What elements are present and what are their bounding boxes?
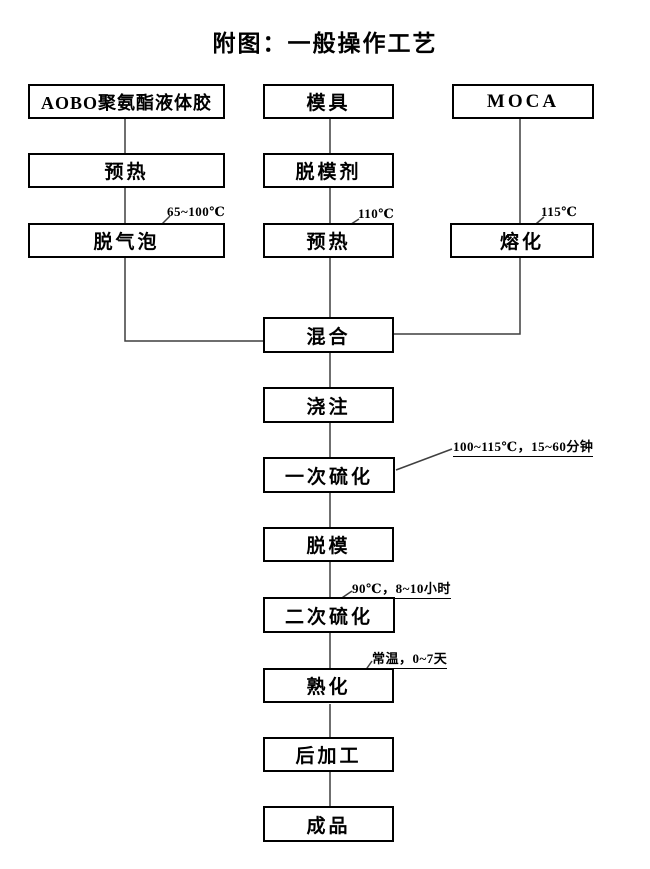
flow-box-melt: 熔化 — [450, 223, 594, 258]
page-title: 附图：一般操作工艺 — [212, 31, 438, 56]
flow-box-label: 二次硫化 — [284, 606, 373, 628]
flow-box-label: 混合 — [306, 326, 351, 348]
annotation-melt-temp: 115℃ — [541, 204, 578, 219]
annotation-preheat-temp: 110℃ — [358, 206, 395, 224]
flow-box-label: 脱模 — [306, 536, 351, 557]
flow-box-preheat-left: 预热 — [28, 153, 225, 188]
connector — [124, 258, 263, 342]
flow-box-first-cure: 一次硫化 — [263, 457, 395, 493]
flow-box-label: AOBO聚氨酯液体胶 — [40, 92, 212, 113]
flow-box-preheat-mid: 预热 — [263, 223, 394, 258]
flow-box-aobo-liquid-glue: AOBO聚氨酯液体胶 — [28, 84, 225, 119]
annotation-first-cure-condition: 100~115℃，15~60分钟 — [453, 436, 594, 457]
flow-box-label: MOCA — [486, 90, 560, 112]
flow-box-label: 脱气泡 — [93, 232, 160, 253]
flow-box-label: 模具 — [306, 93, 351, 114]
flow-box-label: 后加工 — [295, 746, 362, 767]
flow-box-release-agent: 脱模剂 — [263, 153, 394, 188]
flow-box-label: 预热 — [306, 232, 351, 253]
flow-box-demold: 脱模 — [263, 527, 394, 562]
flow-box-label: 一次硫化 — [284, 466, 373, 488]
flow-box-aging: 熟化 — [263, 668, 394, 703]
annotation-second-cure-condition: 90℃，8~10小时 — [352, 578, 451, 599]
flow-box-post-process: 后加工 — [263, 737, 394, 772]
flow-box-label: 熟化 — [306, 677, 351, 698]
flow-box-label: 预热 — [104, 162, 149, 183]
leader-line — [395, 448, 453, 471]
flow-box-pour: 浇注 — [263, 387, 394, 423]
flow-box-label: 成品 — [306, 815, 351, 837]
flow-box-mix: 混合 — [263, 317, 394, 353]
flow-box-mold: 模具 — [263, 84, 394, 119]
annotation-degas-temp: 65~100℃ — [167, 204, 226, 219]
flow-box-label: 熔化 — [499, 232, 544, 253]
flow-box-degas: 脱气泡 — [28, 223, 225, 258]
flow-box-moca: MOCA — [452, 84, 594, 119]
flow-box-label: 浇注 — [306, 396, 351, 418]
flow-box-second-cure: 二次硫化 — [263, 597, 395, 633]
flow-box-label: 脱模剂 — [295, 162, 362, 183]
flow-box-finished-product: 成品 — [263, 806, 394, 842]
connector — [394, 258, 521, 335]
annotation-aging-condition: 常温，0~7天 — [372, 648, 448, 669]
